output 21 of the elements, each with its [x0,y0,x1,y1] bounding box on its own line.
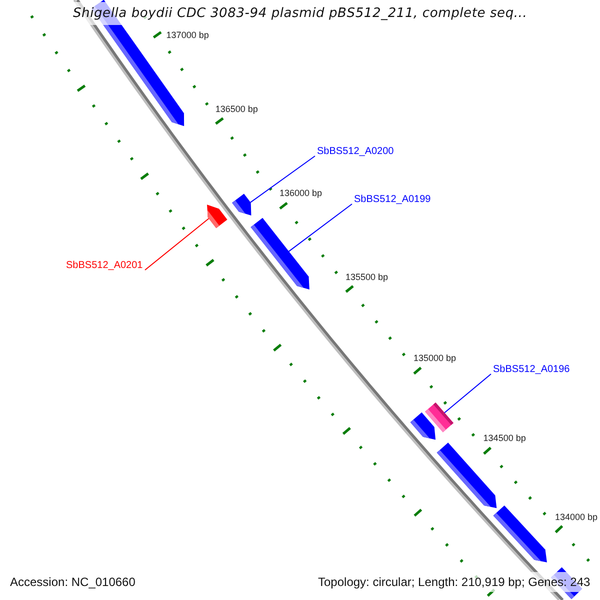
gene-bar [493,505,547,562]
leader-line [288,204,352,252]
gene-bar [410,412,436,440]
gene-bar [436,442,497,508]
tick-label: 134000 bp [555,512,598,523]
tick-label: 134500 bp [483,433,526,444]
gene-bar [207,204,228,228]
leader-line [444,374,492,414]
gene-bar [232,194,252,216]
leader-line [144,218,210,270]
gene-label: SbBS512_A0201 [64,259,145,273]
tick-label: 136000 bp [280,188,322,200]
gene-label: SbBS512_A0199 [352,193,433,207]
gene-label: SbBS512_A0196 [491,363,572,377]
tick-label: 135000 bp [414,353,456,364]
leader-line [250,156,316,203]
tick-label: 136500 bp [215,104,258,114]
tick-label: 135500 bp [346,272,388,282]
tick-label: 137000 bp [166,30,209,42]
gene-bar [250,218,310,290]
gene-label: SbBS512_A0200 [315,145,396,159]
